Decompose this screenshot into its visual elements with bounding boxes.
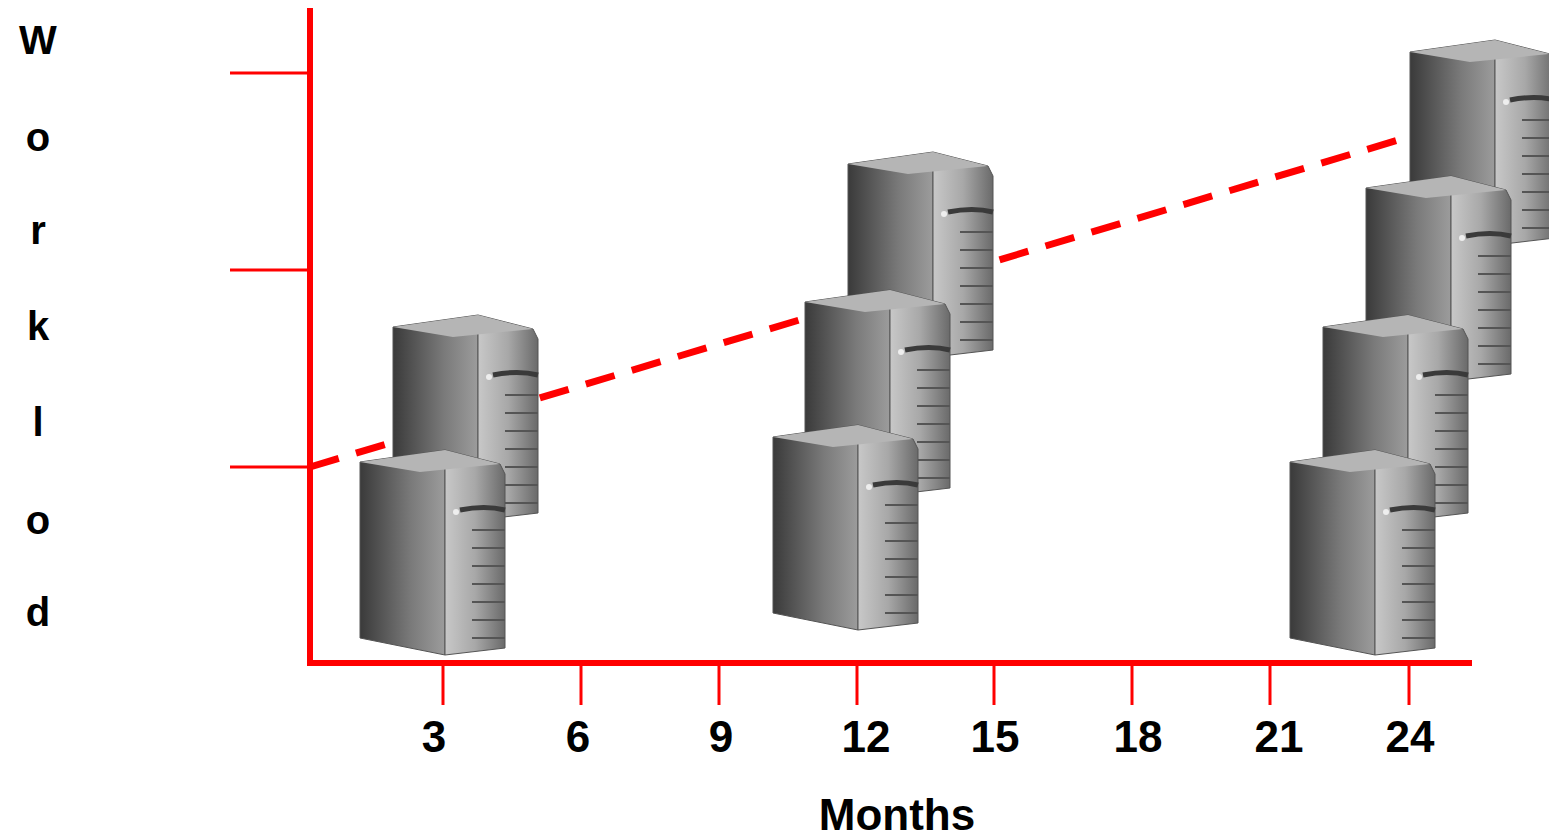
axis-letter: d xyxy=(26,592,50,632)
axis-letter: o xyxy=(26,117,50,157)
tick-label: 6 xyxy=(566,715,590,759)
axis-letter: l xyxy=(32,402,43,442)
tick-label: 18 xyxy=(1114,715,1163,759)
tick-label: 3 xyxy=(422,715,446,759)
axis-letter: W xyxy=(19,20,57,60)
tick-label: 21 xyxy=(1255,715,1304,759)
axis-letter: o xyxy=(26,500,50,540)
axis-letter: r xyxy=(30,210,46,250)
axis-title: Months xyxy=(819,793,975,837)
tick-label: 12 xyxy=(842,715,891,759)
tick-label: 15 xyxy=(971,715,1020,759)
axis-letter: k xyxy=(27,306,49,346)
tick-label: 9 xyxy=(709,715,733,759)
tick-label: 24 xyxy=(1386,715,1435,759)
